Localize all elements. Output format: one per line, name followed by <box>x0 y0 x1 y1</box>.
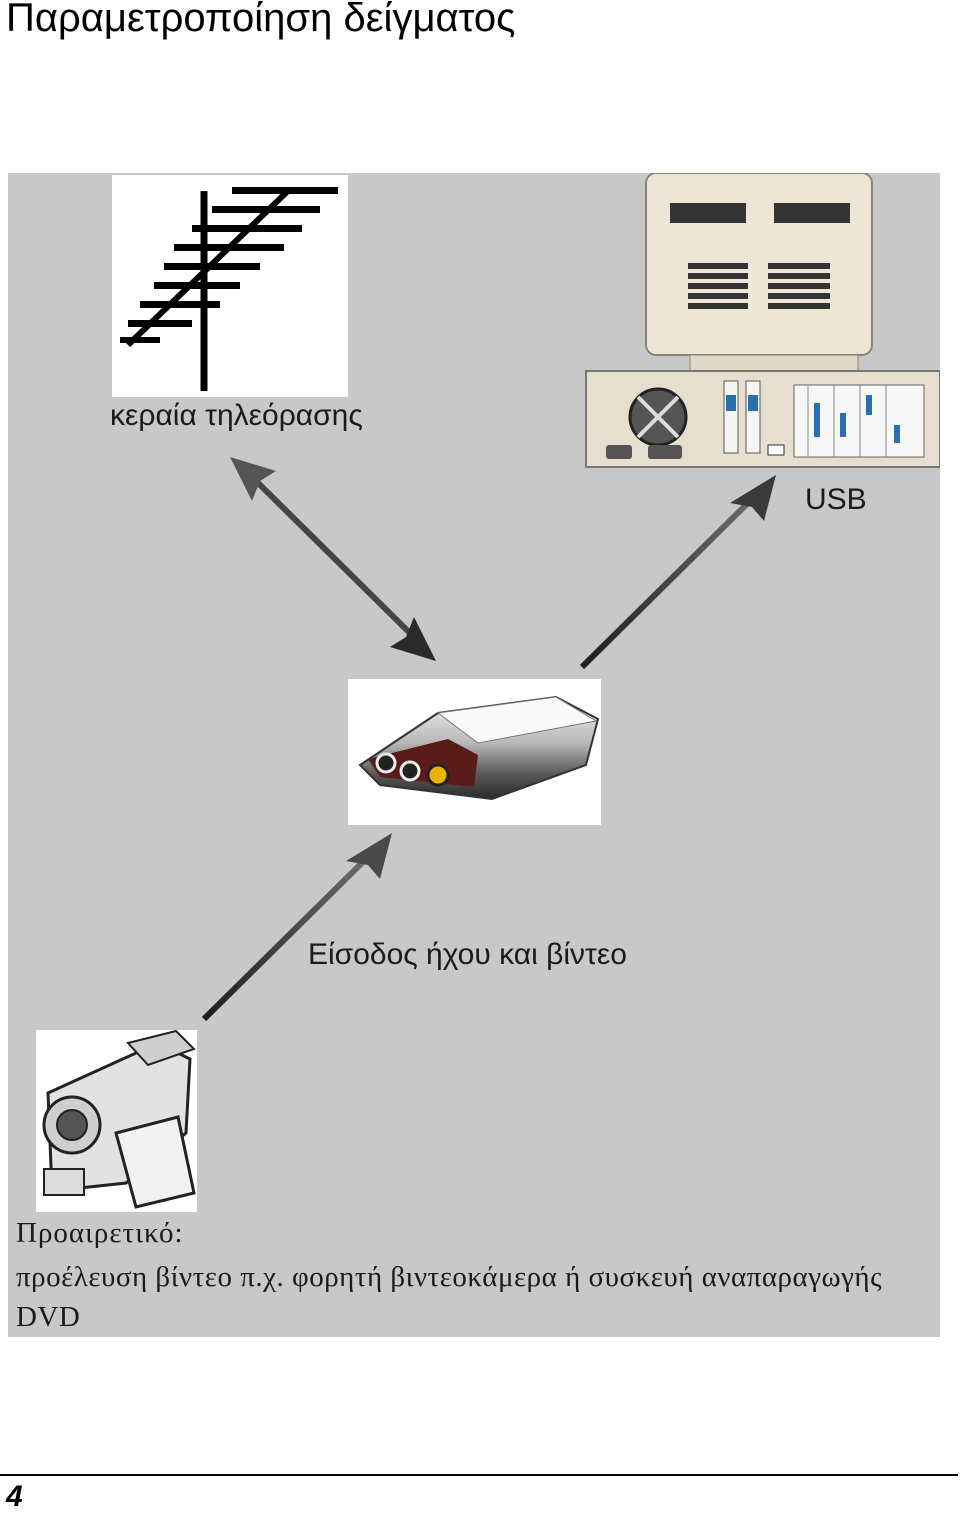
page-title: Παραμετροποίηση δείγματος <box>6 0 516 40</box>
optional-description: προέλευση βίντεο π.χ. φορητή βιντεοκάμερ… <box>16 1261 883 1333</box>
arrow-camcorder-capture <box>201 833 392 1022</box>
diagram-graphics <box>36 173 940 1212</box>
arrow-antenna-capture <box>230 457 436 661</box>
page-number: 4 <box>6 1480 23 1513</box>
arrow-capture-usb <box>579 475 776 670</box>
connection-diagram: κεραία τηλεόρασης USB Είσοδος ήχου και β… <box>8 173 940 1337</box>
camcorder-icon <box>36 1029 197 1212</box>
antenna-icon <box>112 175 348 397</box>
footer-divider <box>0 1474 958 1476</box>
audio-video-input-label: Είσοδος ήχου και βίντεο <box>308 938 627 971</box>
optional-title: Προαιρετικό: <box>16 1217 184 1249</box>
antenna-label: κεραία τηλεόρασης <box>110 399 363 432</box>
capture-device-icon <box>348 679 601 825</box>
usb-label: USB <box>805 483 867 516</box>
computer-icon <box>585 173 940 468</box>
